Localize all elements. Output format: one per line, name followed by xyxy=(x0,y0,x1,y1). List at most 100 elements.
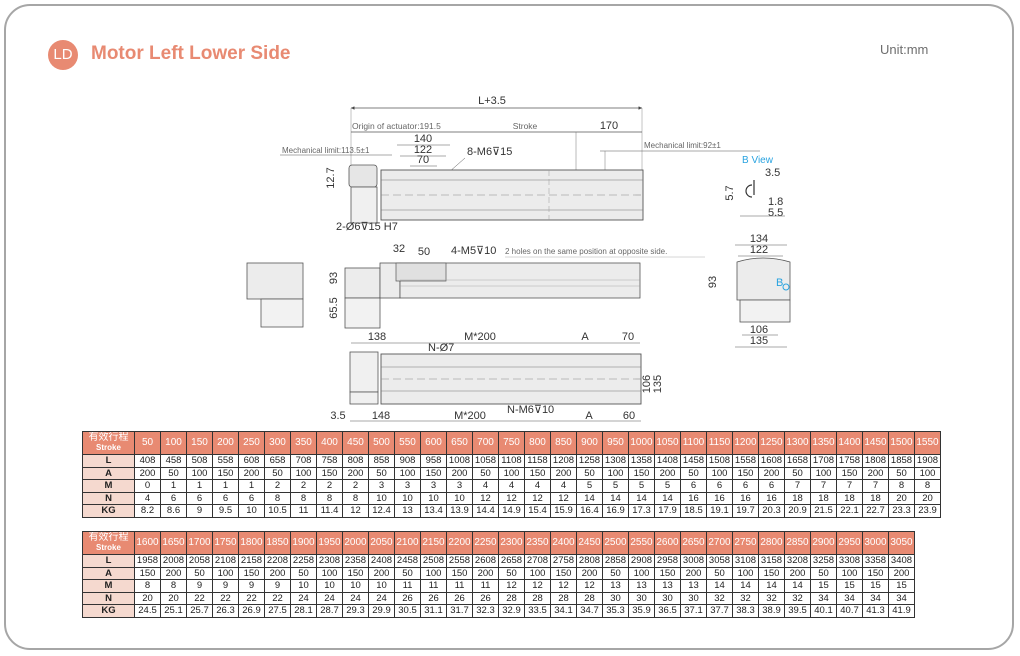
table-cell: 50 xyxy=(810,566,837,580)
table-cell: 30 xyxy=(654,591,681,605)
table-cell: 100 xyxy=(316,566,343,580)
table-cell: 200 xyxy=(134,466,161,480)
table-cell: 13 xyxy=(628,579,655,593)
table-cell: 32 xyxy=(732,591,759,605)
stroke-value: 1300 xyxy=(784,431,811,455)
table-cell: 19.7 xyxy=(732,504,759,518)
stroke-value: 1850 xyxy=(264,531,291,555)
table-cell: 12.4 xyxy=(368,504,395,518)
table-cell: 1558 xyxy=(732,454,759,468)
table-cell: 6 xyxy=(680,479,707,493)
stroke-value: 3050 xyxy=(888,531,915,555)
table-cell: 200 xyxy=(238,466,265,480)
table-cell: 150 xyxy=(732,466,759,480)
table-cell: 13.9 xyxy=(446,504,473,518)
table-cell: 150 xyxy=(238,566,265,580)
table-cell: 41.3 xyxy=(862,604,889,618)
table-cell: 50 xyxy=(160,466,187,480)
table-cell: 4 xyxy=(472,479,499,493)
table-cell: 100 xyxy=(498,466,525,480)
table-cell: 28 xyxy=(550,591,577,605)
table-cell: 8.6 xyxy=(160,504,187,518)
table-cell: 24.5 xyxy=(134,604,161,618)
table-cell: 11.4 xyxy=(316,504,343,518)
stroke-value: 1700 xyxy=(186,531,213,555)
table-cell: 1658 xyxy=(784,454,811,468)
table-cell: 1158 xyxy=(524,454,551,468)
table-cell: 15.9 xyxy=(550,504,577,518)
table-cell: 2 xyxy=(290,479,317,493)
table-cell: 150 xyxy=(758,566,785,580)
table-cell: 14 xyxy=(784,579,811,593)
stroke-value: 1900 xyxy=(290,531,317,555)
table-cell: 32 xyxy=(706,591,733,605)
table-cell: 30 xyxy=(680,591,707,605)
b-marker: B xyxy=(776,277,783,289)
table-cell: 2558 xyxy=(446,554,473,568)
dim-m200-bottom: M*200 xyxy=(454,410,486,422)
table-cell: 100 xyxy=(706,466,733,480)
table-cell: 1308 xyxy=(602,454,629,468)
table-cell: 2 xyxy=(316,479,343,493)
table-cell: 3008 xyxy=(680,554,707,568)
table-cell: 32.3 xyxy=(472,604,499,618)
table-cell: 100 xyxy=(602,466,629,480)
table-cell: 2808 xyxy=(576,554,603,568)
table-cell: 11 xyxy=(394,579,421,593)
table-cell: 20 xyxy=(914,491,941,505)
table-cell: 31.7 xyxy=(446,604,473,618)
stroke-value: 2650 xyxy=(680,531,707,555)
b-view-1-8: 1.8 xyxy=(768,196,783,208)
stroke-value: 2250 xyxy=(472,531,499,555)
table-cell: 16 xyxy=(758,491,785,505)
table-cell: 18 xyxy=(784,491,811,505)
table-cell: 22 xyxy=(264,591,291,605)
table-cell: 2858 xyxy=(602,554,629,568)
table-cell: 9 xyxy=(186,579,213,593)
table-cell: 20 xyxy=(888,491,915,505)
stroke-value: 100 xyxy=(160,431,187,455)
table-cell: 100 xyxy=(914,466,941,480)
row-label: L xyxy=(82,454,135,468)
table-cell: 150 xyxy=(836,466,863,480)
dim-70: 70 xyxy=(417,154,429,166)
pin-holes-label: 2-Ø6⊽15 H7 xyxy=(336,221,398,233)
table-cell: 27.5 xyxy=(264,604,291,618)
table-cell: 18 xyxy=(810,491,837,505)
table-cell: 11 xyxy=(472,579,499,593)
table-cell: 9 xyxy=(186,504,213,518)
table-cell: 3158 xyxy=(758,554,785,568)
stroke-value: 700 xyxy=(472,431,499,455)
table-cell: 200 xyxy=(576,566,603,580)
stroke-value: 2400 xyxy=(550,531,577,555)
table-cell: 13 xyxy=(654,579,681,593)
table-cell: 28.7 xyxy=(316,604,343,618)
table-cell: 10 xyxy=(368,579,395,593)
stroke-value: 1550 xyxy=(914,431,941,455)
table-cell: 35.3 xyxy=(602,604,629,618)
row-label: A xyxy=(82,566,135,580)
stroke-value: 1600 xyxy=(134,531,161,555)
stroke-value: 1400 xyxy=(836,431,863,455)
table-cell: 33.5 xyxy=(524,604,551,618)
table-cell: 758 xyxy=(316,454,343,468)
stroke-value: 1200 xyxy=(732,431,759,455)
table-cell: 9 xyxy=(264,579,291,593)
table-cell: 18 xyxy=(836,491,863,505)
dim-60: 60 xyxy=(623,410,635,422)
table-cell: 2608 xyxy=(472,554,499,568)
table-cell: 2008 xyxy=(160,554,187,568)
table-cell: 15 xyxy=(888,579,915,593)
table-cell: 6 xyxy=(758,479,785,493)
stroke-value: 2150 xyxy=(420,531,447,555)
table-cell: 18.5 xyxy=(680,504,707,518)
row-label: M xyxy=(82,579,135,593)
table-cell: 50 xyxy=(394,566,421,580)
table-cell: 23.3 xyxy=(888,504,915,518)
b-view-5-5: 5.5 xyxy=(768,207,783,219)
table-cell: 8 xyxy=(914,479,941,493)
table-cell: 4 xyxy=(134,491,161,505)
stroke-value: 950 xyxy=(602,431,629,455)
table-cell: 9 xyxy=(212,579,239,593)
